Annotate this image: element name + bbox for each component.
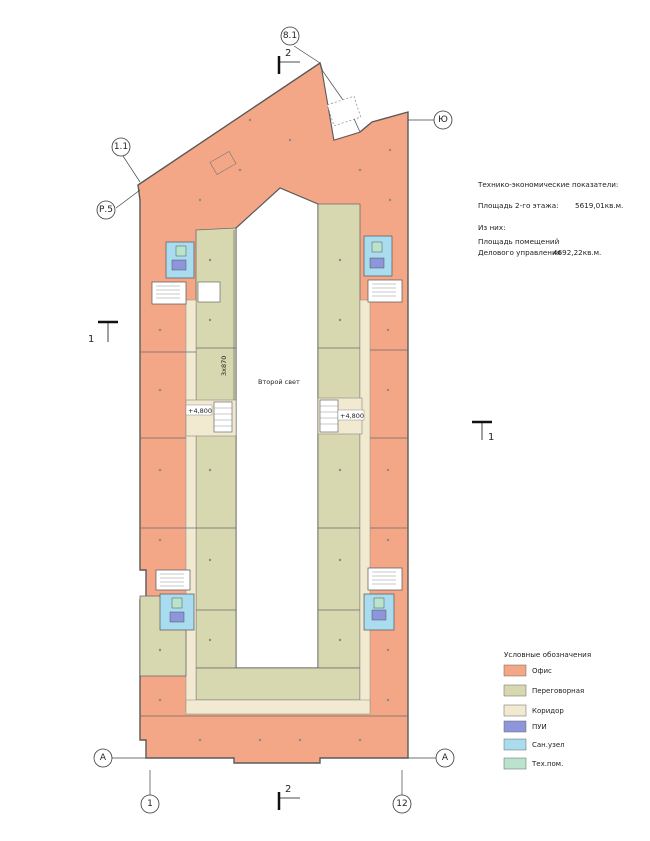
legend: Условные обозначения Офис Переговорная К…	[503, 650, 591, 770]
elevator-shaft	[197, 281, 221, 303]
meeting-band-right	[317, 203, 361, 669]
svg-text:1: 1	[488, 432, 494, 443]
svg-text:А: А	[100, 753, 107, 763]
corridor-bottom	[185, 699, 371, 715]
info-area-value: 5619,01кв.м.	[575, 201, 623, 210]
core-top-left	[151, 241, 195, 305]
info-rooms-value: 4692,22кв.м.	[553, 248, 601, 257]
legend-item-tech: Тех.пом.	[503, 757, 563, 770]
entrance-canopy	[326, 95, 362, 127]
svg-text:Тех.пом.: Тех.пом.	[531, 760, 563, 768]
svg-text:ПУИ: ПУИ	[532, 723, 547, 731]
section-marker-bottom: 2	[277, 784, 300, 810]
axis-bubble-r5: Р.5	[96, 200, 116, 220]
svg-text:1: 1	[88, 334, 94, 345]
legend-title: Условные обозначения	[504, 650, 591, 659]
stair-left	[213, 401, 233, 433]
core-bottom-right	[363, 567, 403, 631]
stair-right	[319, 399, 339, 433]
core-bottom-left	[155, 569, 195, 631]
svg-text:Офис: Офис	[532, 667, 552, 675]
svg-text:2: 2	[285, 784, 291, 795]
svg-text:2: 2	[285, 48, 291, 59]
svg-text:Сан.узел: Сан.узел	[532, 741, 565, 749]
legend-item-office: Офис	[503, 664, 552, 677]
info-title: Технико-экономические показатели:	[477, 180, 618, 189]
level-tag-left	[185, 404, 213, 416]
atrium-void	[235, 187, 319, 669]
svg-text:Переговорная: Переговорная	[532, 687, 584, 695]
svg-text:Коридор: Коридор	[532, 707, 564, 715]
axis-bubble-yu: Ю	[433, 110, 453, 130]
axis-lines	[112, 45, 436, 796]
atrium-label: Второй свет	[258, 378, 300, 386]
corridor-right	[359, 299, 371, 711]
axis-bubble-12: 12	[392, 794, 412, 814]
section-marker-top: 2	[277, 48, 300, 74]
axis-bubble-8-1: 8.1	[280, 26, 300, 46]
svg-text:1: 1	[147, 799, 153, 809]
axis-bubble-1: 1	[140, 794, 160, 814]
tech-economic-block: Технико-экономические показатели: Площад…	[477, 180, 623, 257]
svg-text:1.1: 1.1	[114, 142, 128, 152]
legend-item-corridor: Коридор	[503, 704, 564, 717]
legend-item-wc: Сан.узел	[503, 738, 565, 751]
svg-text:Ю: Ю	[438, 115, 448, 125]
axis-bubble-a-right: А	[435, 748, 455, 768]
core-top-right	[363, 235, 403, 303]
meeting-band-bottom	[195, 667, 361, 701]
north-feature	[209, 151, 237, 175]
level-tag-right	[337, 409, 365, 421]
axis-bubble-1-1: 1.1	[111, 137, 131, 157]
info-area-label: Площадь 2-го этажа:	[478, 201, 559, 210]
section-marker-right: 1	[472, 420, 494, 443]
level-label-right: +4,800	[340, 412, 364, 420]
level-label-left: +4,800	[188, 407, 212, 415]
info-of-which: Из них:	[478, 223, 506, 232]
svg-text:8.1: 8.1	[283, 31, 297, 41]
column-grid	[158, 118, 392, 742]
info-rooms-line1: Площадь помещений	[478, 237, 560, 246]
section-marker-left: 1	[88, 320, 118, 345]
dimension-label: 3х870	[220, 356, 228, 376]
axis-bubble-a-left: А	[93, 748, 113, 768]
svg-text:Р.5: Р.5	[99, 205, 113, 215]
corridor-left	[185, 299, 197, 711]
info-rooms-line2: Делового управления	[478, 248, 561, 257]
legend-item-puy: ПУИ	[503, 720, 547, 733]
partitions	[140, 230, 408, 717]
svg-text:А: А	[442, 753, 449, 763]
legend-item-meeting: Переговорная	[503, 684, 584, 697]
svg-text:12: 12	[396, 799, 407, 809]
